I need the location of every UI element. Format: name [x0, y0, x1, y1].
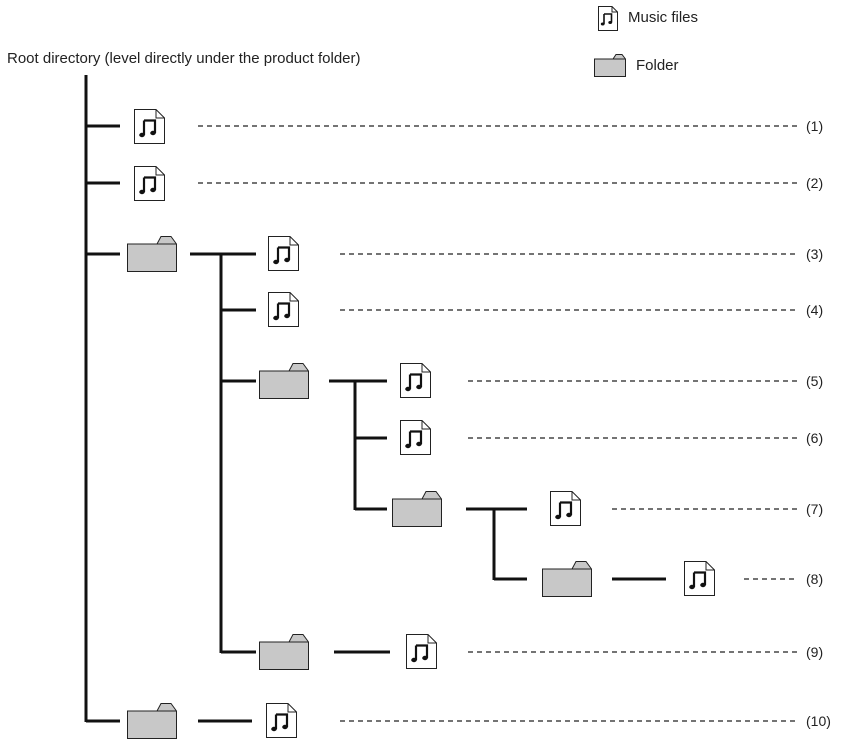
item-number-8: (8) [806, 571, 824, 587]
folder-icon [127, 236, 177, 272]
music-file-icon [399, 362, 432, 399]
folder-icon [127, 703, 177, 739]
item-number-1: (1) [806, 118, 824, 134]
item-number-5: (5) [806, 373, 824, 389]
item-number-10: (10) [806, 713, 831, 729]
legend-music-icon [597, 5, 619, 32]
folder-icon [392, 491, 442, 527]
item-number-6: (6) [806, 430, 824, 446]
music-file-icon [405, 633, 438, 670]
item-number-4: (4) [806, 302, 824, 318]
legend-folder-label: Folder [636, 57, 679, 74]
music-file-icon [549, 490, 582, 527]
music-file-icon [133, 165, 166, 202]
folder-icon [259, 363, 309, 399]
music-file-icon [267, 235, 300, 272]
music-file-icon [267, 291, 300, 328]
music-file-icon [399, 419, 432, 456]
legend-music-label: Music files [628, 9, 699, 26]
item-number-3: (3) [806, 246, 824, 262]
item-number-7: (7) [806, 501, 824, 517]
music-file-icon [133, 108, 166, 145]
item-number-9: (9) [806, 644, 824, 660]
item-number-2: (2) [806, 175, 824, 191]
music-file-icon [683, 560, 716, 597]
music-file-icon [265, 702, 298, 739]
folder-icon [542, 561, 592, 597]
root-directory-label: Root directory (level directly under the… [7, 50, 361, 67]
legend-folder-icon [594, 54, 626, 77]
tree-lines [84, 75, 666, 723]
folder-icon [259, 634, 309, 670]
leader-lines [198, 125, 798, 722]
